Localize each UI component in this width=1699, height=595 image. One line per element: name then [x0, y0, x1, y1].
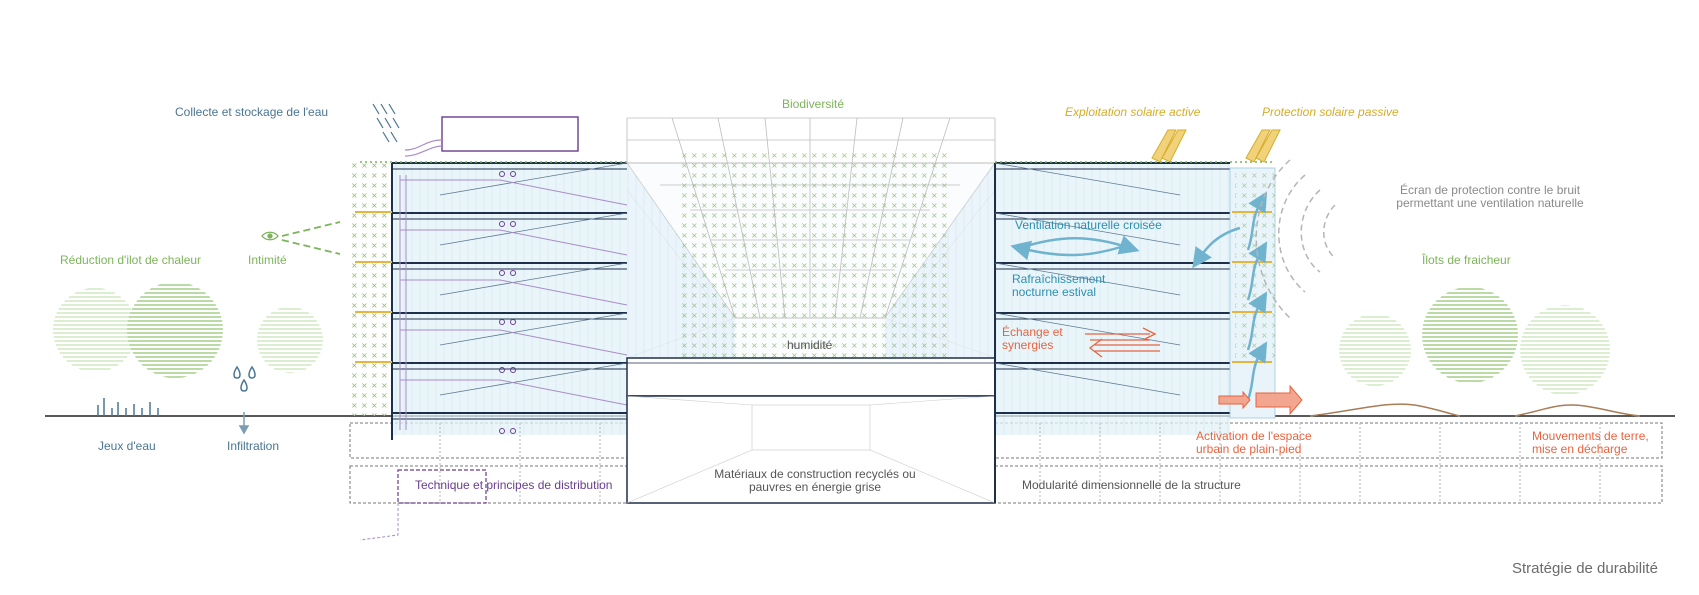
label-solaire-active: Exploitation solaire active: [1065, 105, 1201, 119]
underground-columns: [439, 423, 1601, 503]
right-building-block: [994, 129, 1303, 503]
diagram-title: Stratégie de durabilité: [1512, 560, 1658, 577]
solar-arrow-passive: [1245, 129, 1281, 163]
foundation-outline: [349, 465, 1663, 504]
label-technique: Technique et principes de distribution: [415, 478, 613, 492]
sightline: [281, 221, 341, 255]
label-echange: Échange et synergies: [1002, 325, 1063, 352]
solar-arrow-active: [1151, 129, 1187, 163]
atrium-vegetation: [680, 148, 950, 358]
label-biodiversite: Biodiversité: [782, 97, 845, 111]
activation-arrows: [1218, 384, 1303, 416]
rain-icon: [372, 103, 400, 143]
label-modularite: Modularité dimensionnelle de la structur…: [1022, 478, 1241, 492]
water-drops-icon: [233, 365, 256, 392]
label-mouvements: Mouvements de terre, mise en décharge: [1532, 429, 1649, 456]
label-bruit: Écran de protection contre le bruit perm…: [1396, 183, 1584, 210]
label-reduction-ilot: Réduction d'ilot de chaleur: [60, 253, 202, 267]
label-solaire-passive: Protection solaire passive: [1262, 105, 1399, 119]
label-materiaux: Matériaux de construction recyclés ou pa…: [714, 467, 916, 494]
tree-right-1: [1339, 314, 1411, 386]
central-atrium: [626, 117, 996, 504]
label-rafraichissement: Rafraîchissement nocturne estival: [1012, 272, 1106, 299]
exchange-arrows: [1085, 327, 1160, 358]
tree-left-1: [53, 288, 137, 372]
green-facade-left: [348, 158, 392, 416]
tree-right-3: [1520, 305, 1610, 395]
label-ilots-fraicheur: Îlots de fraicheur: [1422, 253, 1511, 267]
tree-left-2: [127, 282, 223, 378]
eye-icon: [261, 231, 279, 241]
label-intimite: Intimité: [248, 253, 287, 267]
left-building-block: [348, 103, 628, 440]
noise-waves: [1255, 159, 1336, 319]
tree-right-2: [1422, 287, 1518, 383]
label-jeux-eau: Jeux d'eau: [98, 439, 156, 453]
label-ventilation: Ventilation naturelle croisée: [1015, 218, 1162, 232]
label-infiltration: Infiltration: [227, 439, 280, 453]
earth-mounds: [1309, 403, 1641, 417]
distribution-box: [397, 469, 487, 504]
label-collecte: Collecte et stockage de l'eau: [175, 105, 329, 119]
infiltration-arrow: [238, 412, 250, 435]
label-activation: Activation de l'espace urbain de plain-p…: [1196, 429, 1312, 456]
ventilation-arrows: [1010, 191, 1268, 401]
water-tank: [441, 116, 579, 152]
label-humidite: humidité: [787, 338, 833, 352]
tree-left-3: [257, 307, 323, 373]
water-play-icon: [97, 398, 159, 416]
